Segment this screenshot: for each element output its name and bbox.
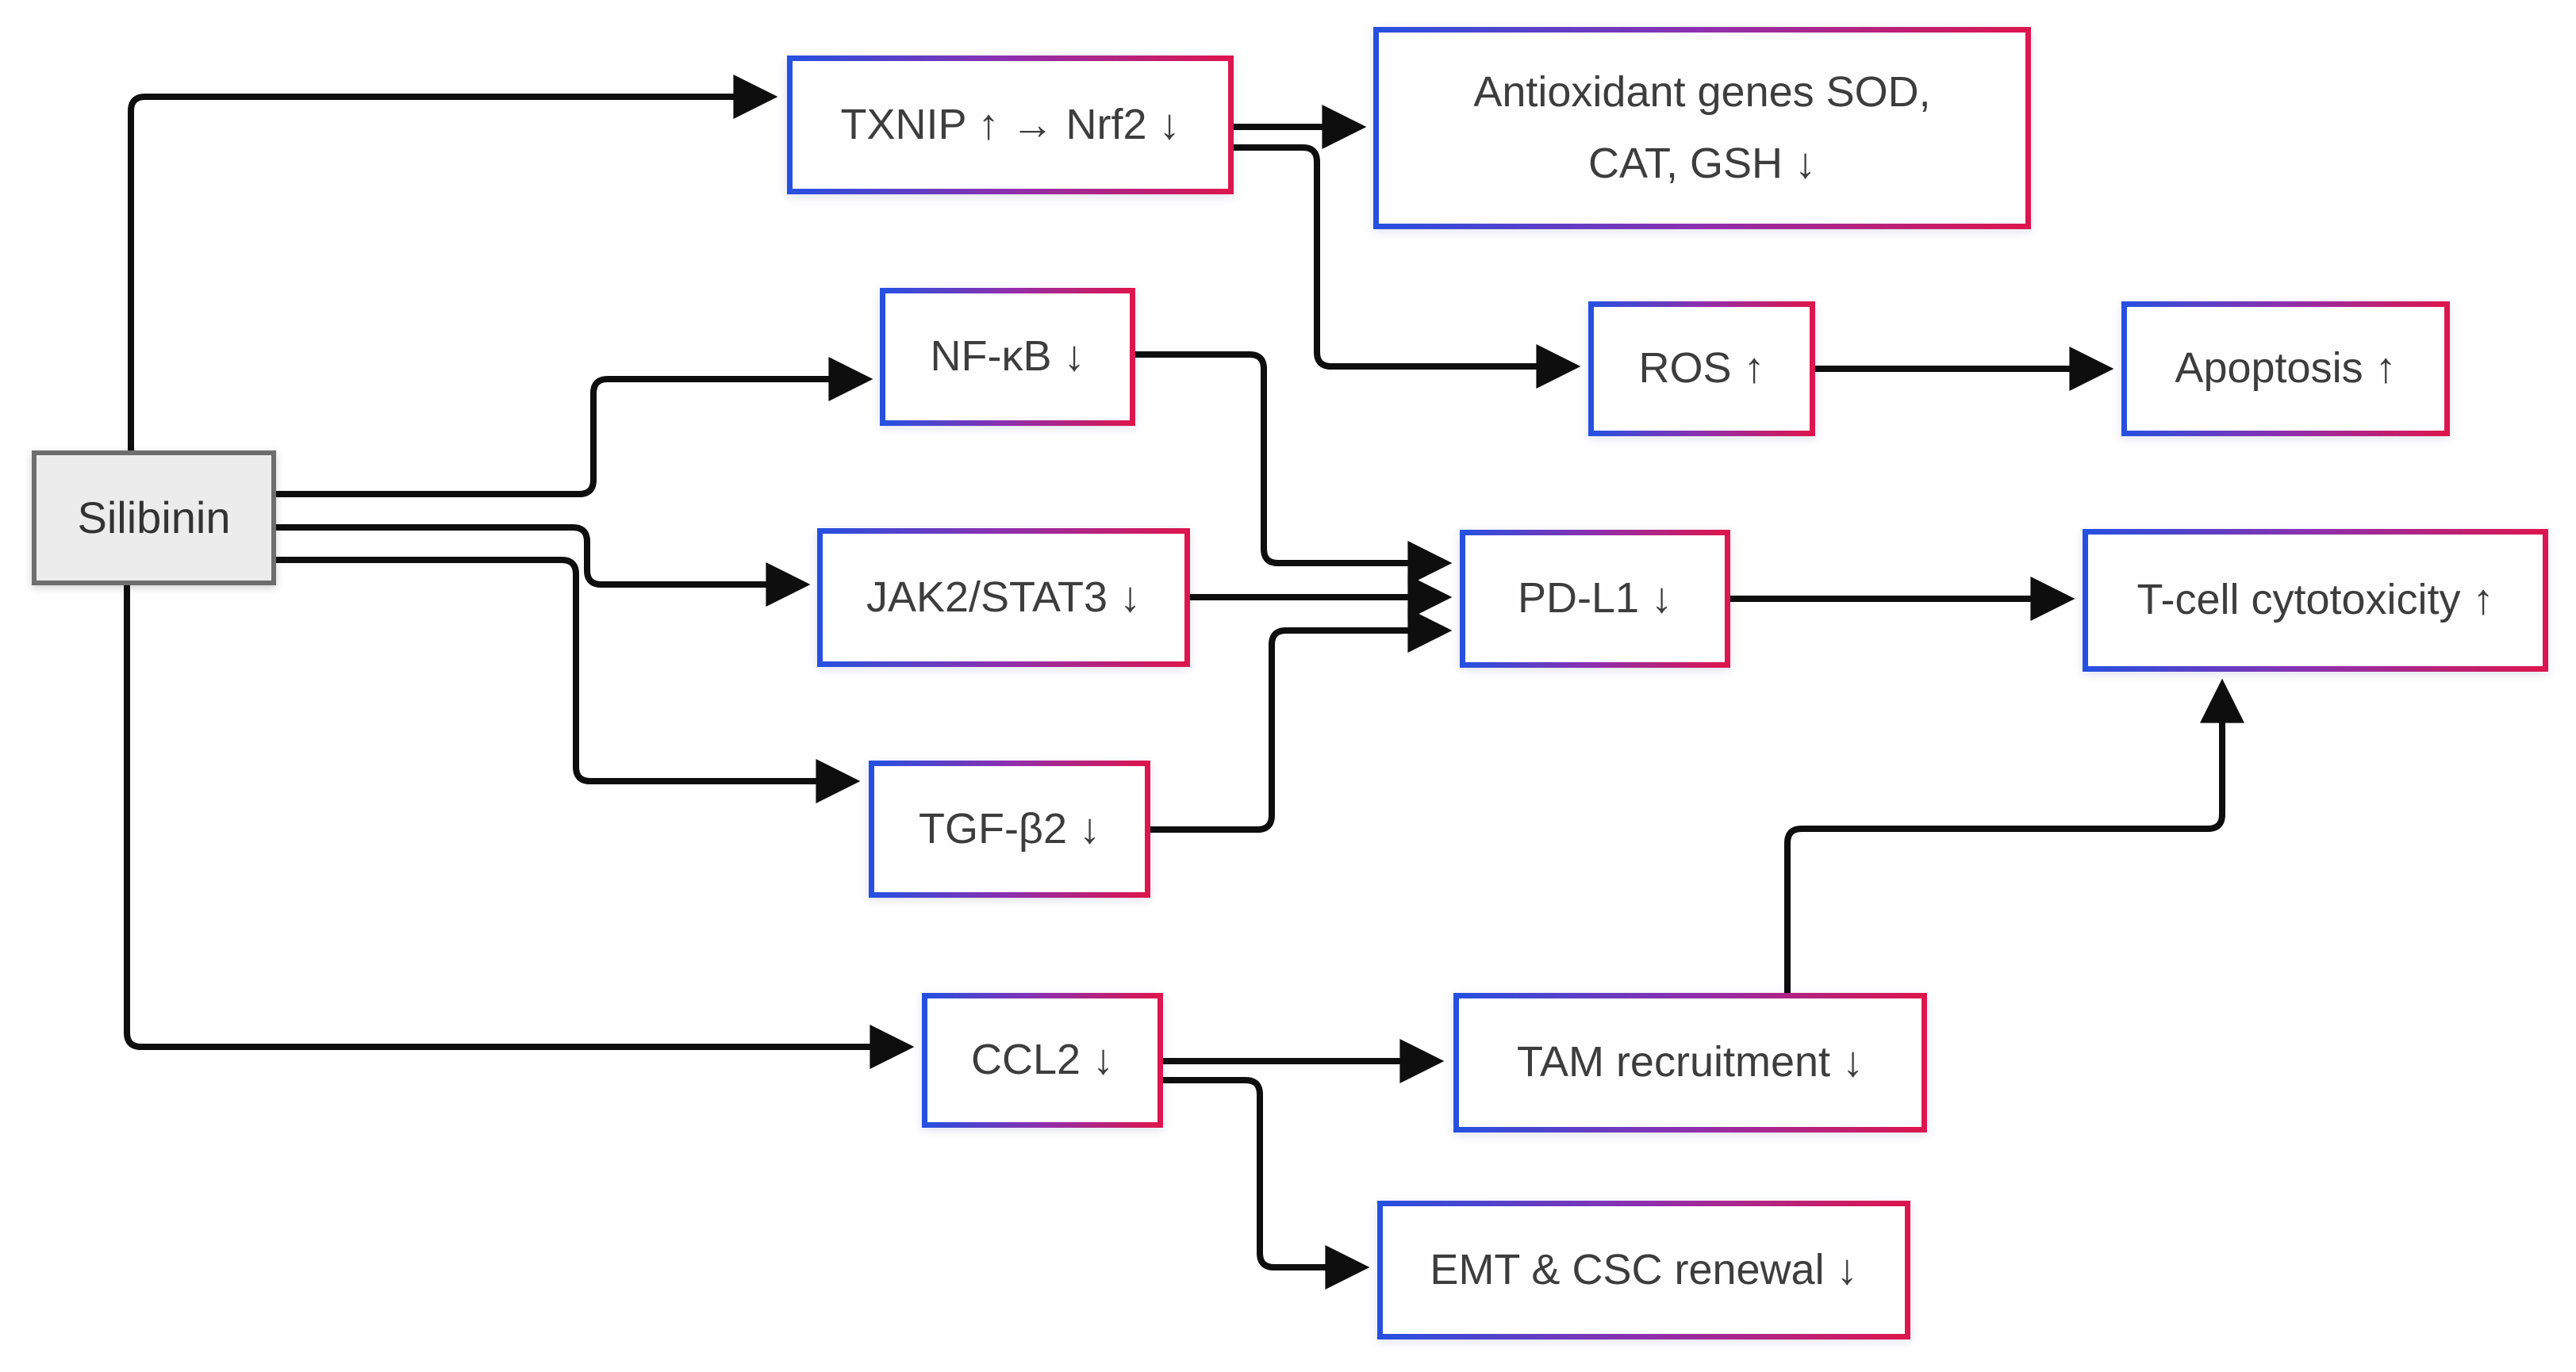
node-tam-label: TAM recruitment ↓ — [1516, 1038, 1864, 1086]
node-emt-csc-renewal: EMT & CSC renewal ↓ — [1377, 1201, 1910, 1339]
node-ros-label: ROS ↑ — [1638, 344, 1765, 393]
edge-txnip-ros — [1234, 144, 1581, 389]
node-jak2-label: JAK2/STAT3 ↓ — [866, 573, 1142, 621]
node-antioxidant-label: Antioxidant genes SOD, CAT, GSH ↓ — [1473, 68, 1931, 187]
edge-silibinin-jak2 — [276, 524, 811, 607]
node-jak2-stat3: JAK2/STAT3 ↓ — [817, 528, 1190, 667]
node-nfkb-label: NF-κB ↓ — [930, 332, 1085, 381]
node-apoptosis: Apoptosis ↑ — [2121, 301, 2450, 436]
edge-nfkb-pdl1 — [1135, 351, 1453, 585]
edge-silibinin-nfkb — [276, 357, 873, 497]
node-tgfb2: TGF-β2 ↓ — [869, 761, 1150, 898]
edge-silibinin-ccl2 — [124, 584, 915, 1069]
node-ros: ROS ↑ — [1588, 301, 1815, 436]
node-ccl2: CCL2 ↓ — [922, 993, 1163, 1128]
node-nfkb: NF-κB ↓ — [880, 288, 1135, 426]
node-emt-label: EMT & CSC renewal ↓ — [1430, 1245, 1858, 1293]
node-antioxidant-genes: Antioxidant genes SOD, CAT, GSH ↓ — [1373, 27, 2031, 229]
node-apoptosis-label: Apoptosis ↑ — [2175, 344, 2397, 393]
node-pdl1: PD-L1 ↓ — [1460, 530, 1730, 668]
edge-silibinin-txnip — [128, 75, 778, 450]
node-silibinin-label: Silibinin — [77, 492, 231, 542]
node-silibinin: Silibinin — [32, 450, 276, 585]
edge-silibinin-tgfb2 — [276, 557, 861, 803]
node-txnip-nrf2: TXNIP ↑ → Nrf2 ↓ — [787, 56, 1234, 194]
node-tgfb2-label: TGF-β2 ↓ — [918, 804, 1101, 853]
node-txnip-label: TXNIP ↑ → Nrf2 ↓ — [840, 100, 1181, 148]
node-tcell-label: T-cell cytotoxicity ↑ — [2136, 576, 2494, 624]
node-tcell-cytotoxicity: T-cell cytotoxicity ↑ — [2083, 529, 2548, 672]
edge-tgfb2-pdl1 — [1150, 608, 1453, 833]
node-pdl1-label: PD-L1 ↓ — [1517, 574, 1673, 623]
edge-tam-tcell — [1784, 678, 2244, 993]
node-ccl2-label: CCL2 ↓ — [970, 1036, 1115, 1084]
node-tam-recruitment: TAM recruitment ↓ — [1453, 993, 1927, 1132]
edge-ccl2-emt — [1163, 1077, 1370, 1290]
